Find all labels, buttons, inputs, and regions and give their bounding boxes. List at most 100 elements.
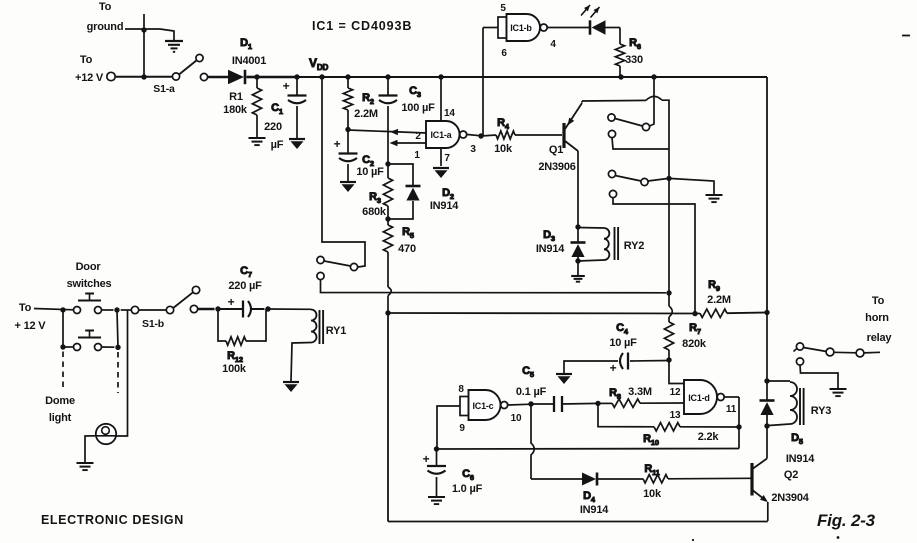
wire <box>159 28 175 40</box>
horn-relay-contacts <box>792 342 881 398</box>
label-dome-1: Dome <box>45 395 75 407</box>
label-horn-2: horn <box>865 312 889 324</box>
label-d4-ref: D4 <box>583 490 596 504</box>
label-d1-val: IN4001 <box>232 55 266 67</box>
ground-symbol-pin7 <box>433 166 449 178</box>
label-to-12v-bot-1: To <box>19 302 32 314</box>
horn-contact-terminal <box>855 348 865 358</box>
y311-rail-section <box>387 77 770 320</box>
ic1d-section <box>683 379 740 449</box>
label-to-12v-bot-2: + 12 V <box>15 320 47 332</box>
wire <box>387 312 701 315</box>
label-ic1d: IC1-d <box>688 393 710 403</box>
wire <box>530 404 536 479</box>
wire <box>662 99 670 293</box>
label-r8-val: 3.3M <box>628 386 652 398</box>
wire <box>577 226 605 229</box>
led-d-led <box>588 20 606 35</box>
diode-d1 <box>228 69 247 85</box>
label-ic1a: IC1-a <box>430 130 452 140</box>
label-c5-val: 0.1 µF <box>516 386 547 398</box>
horn-contact-lower <box>795 357 805 366</box>
label-horn-3: relay <box>867 332 893 344</box>
junction-dot <box>764 423 770 429</box>
scan-speck <box>691 538 695 542</box>
label-r12-val: 100k <box>222 363 247 375</box>
switch-s1b-contact-a <box>130 305 140 315</box>
wire <box>597 403 655 428</box>
wire <box>647 177 667 182</box>
wire <box>508 403 532 406</box>
ground-symbol-c2 <box>340 180 356 192</box>
capacitor-c4 <box>618 352 630 370</box>
label-door-2: switches <box>67 278 112 290</box>
label-c6-plus: + <box>423 452 430 466</box>
d4-r11-q2-base-section <box>530 404 751 486</box>
pin-ic1a-1: 1 <box>414 150 420 161</box>
power-entry-section <box>105 14 307 149</box>
label-r5-val: 470 <box>398 243 416 255</box>
junction-dot <box>618 74 624 80</box>
wire <box>577 259 605 262</box>
label-d3-ref: D3 <box>543 229 555 243</box>
junction-dot <box>692 310 698 317</box>
label-r12-ref: R12 <box>227 350 243 364</box>
switch-s1b-blade-end <box>191 285 201 295</box>
label-ry1: RY1 <box>326 325 346 337</box>
resistor-zigzag <box>250 87 264 116</box>
wire <box>561 402 599 405</box>
label-r11-ref: R11 <box>644 463 659 477</box>
label-horn-1: To <box>872 295 885 307</box>
label-r1-ref: R1 <box>229 91 243 103</box>
capacitor-curved-plate <box>426 469 447 475</box>
label-to-ground-2: ground <box>87 21 124 33</box>
label-d3-val: IN914 <box>536 243 565 255</box>
label-r8-ref: R8 <box>609 387 621 401</box>
nand-output-bubble <box>458 130 468 139</box>
pin-ic1b-6: 6 <box>501 48 507 59</box>
switch-s1b-pivot <box>165 305 175 315</box>
nand-gate-ic1b <box>505 13 549 42</box>
resistor-zigzag <box>642 472 669 485</box>
label-c2-ref: C2 <box>362 154 374 168</box>
armed-supply-switch-section <box>316 77 667 294</box>
resistor-zigzag <box>699 307 728 320</box>
dome-light-lamp <box>94 422 118 446</box>
wire <box>319 279 667 294</box>
ground-symbol-c1 <box>289 137 305 149</box>
label-c7-val: 220 µF <box>228 280 262 292</box>
relay-core-ry3 <box>799 388 805 425</box>
label-title: IC1 = CD4093B <box>312 19 412 33</box>
relay-coil-ry2 <box>603 227 611 261</box>
label-c7-ref: C7 <box>240 265 252 279</box>
nand-input-bar <box>459 395 470 417</box>
relay-contact-pivot <box>607 113 616 122</box>
pin-ic1c-8: 8 <box>458 384 464 395</box>
label-ry3: RY3 <box>811 405 831 417</box>
label-c2-val: 10 µF <box>356 166 384 178</box>
ry2-contacts-section <box>581 77 723 314</box>
capacitor-c6 <box>426 464 447 475</box>
label-q2-val: 2N3904 <box>771 492 809 504</box>
ground-symbol-r1 <box>248 136 266 147</box>
label-vdd: VDD <box>309 56 329 72</box>
wire <box>649 77 655 127</box>
capacitor-c2 <box>338 152 358 163</box>
terminal-plus12v-top <box>105 71 117 82</box>
relay-contact-blade <box>614 174 642 182</box>
label-s1b: S1-b <box>142 318 164 330</box>
c7-r12-ry1-section <box>217 300 325 392</box>
label-c1-unit: µF <box>271 139 284 151</box>
relay-contact-blade <box>323 260 351 267</box>
relay-contact-lower <box>607 129 617 139</box>
label-ry2: RY2 <box>624 240 644 252</box>
label-r11-val: 10k <box>643 488 662 500</box>
resistor-zigzag <box>381 177 395 207</box>
label-d2-ref: D2 <box>442 187 454 201</box>
nand-input-bar <box>497 16 508 39</box>
light-arrow <box>589 6 601 19</box>
pin-ic1d-12: 12 <box>670 387 681 398</box>
wire <box>84 434 96 462</box>
diode-d3 <box>570 241 586 257</box>
label-r5-ref: R5 <box>402 226 414 240</box>
